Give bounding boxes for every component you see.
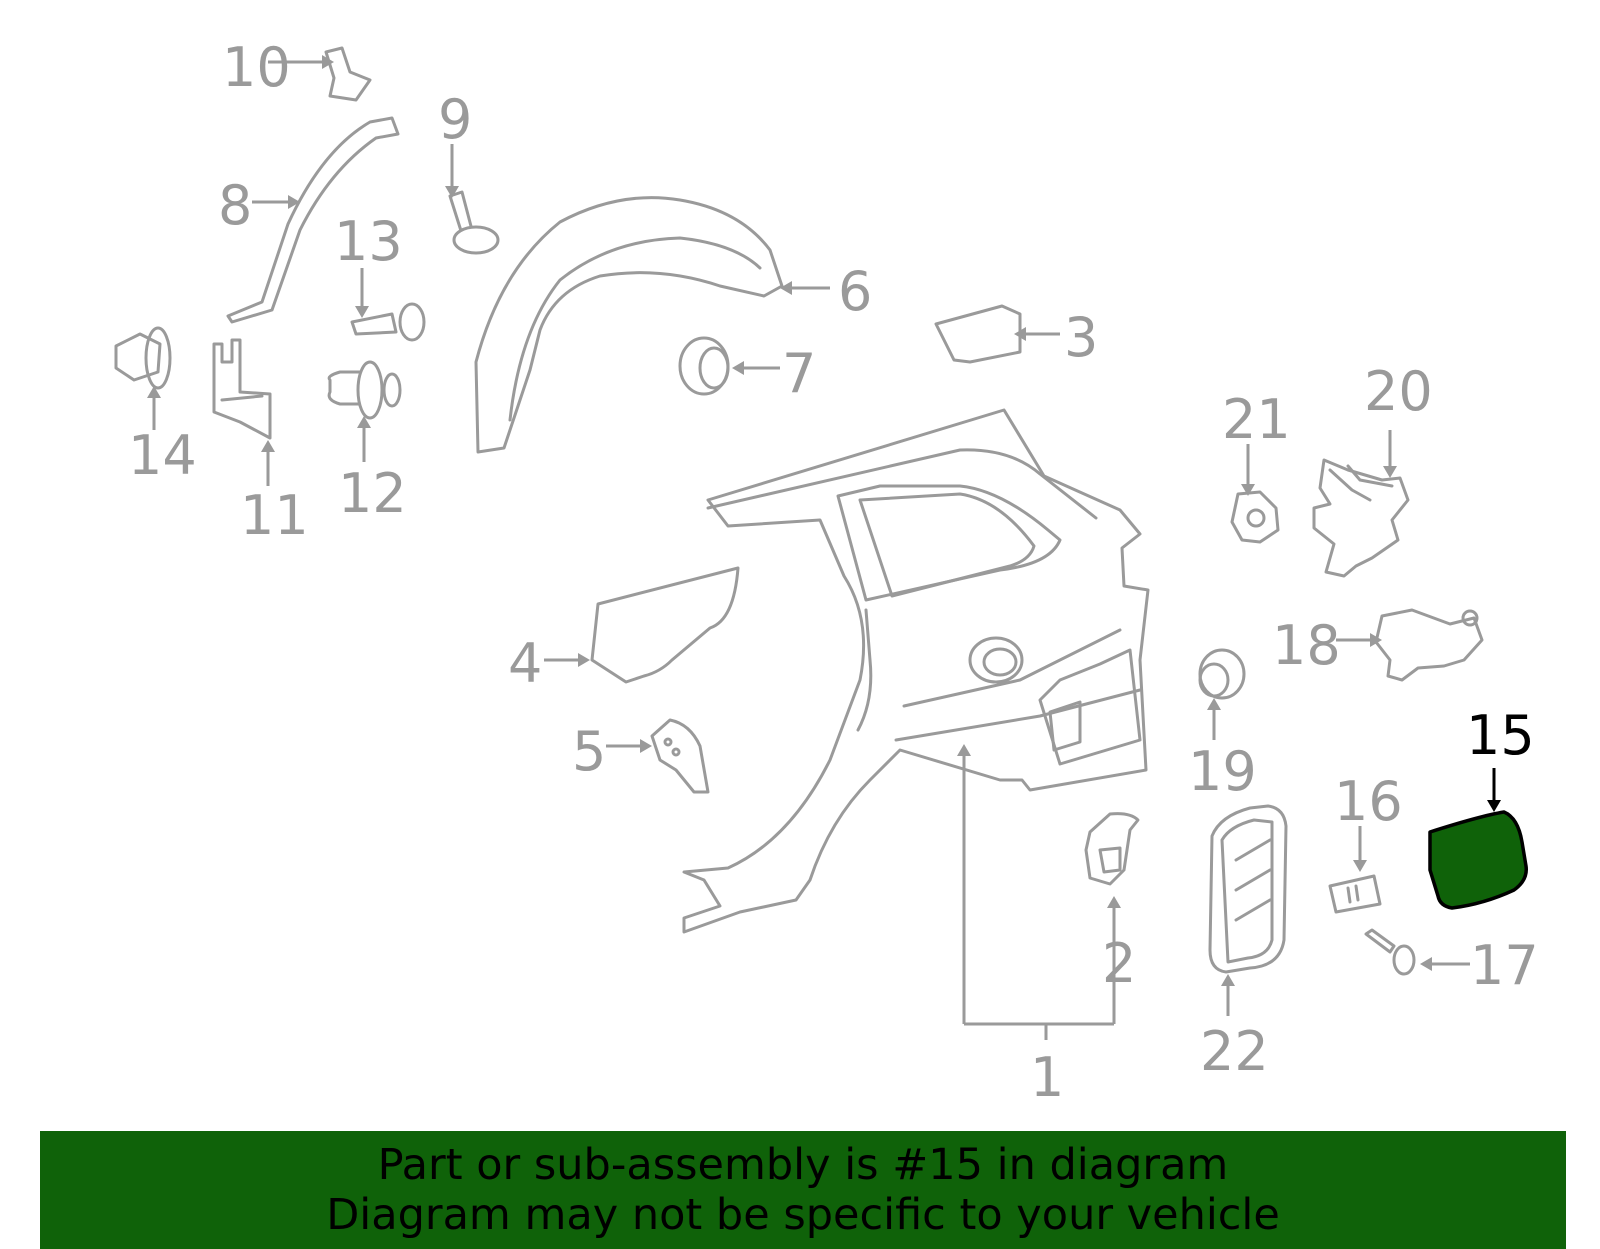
callout-2: 2 [1102,932,1136,995]
callout-5: 5 [572,720,606,783]
info-banner: Part or sub-assembly is #15 in diagram D… [40,1131,1566,1249]
callout-10: 10 [222,36,291,99]
part-14-clip [114,326,172,390]
part-3-panel [934,304,1022,364]
part-21-nut [1230,490,1280,544]
part-7-grommet [678,336,730,396]
part-6-liner [474,196,784,454]
callout-3: 3 [1064,306,1098,369]
part-19-cap [1198,648,1246,700]
callout-8: 8 [218,174,252,237]
part-22-housing [1208,804,1288,974]
callout-numbers: 10 9 8 13 6 3 7 14 11 12 21 20 18 4 5 15… [128,36,1539,1109]
callout-21: 21 [1222,388,1291,451]
part-17-pin [1364,928,1416,976]
banner-line-disclaimer: Diagram may not be specific to your vehi… [326,1190,1280,1240]
callout-19: 19 [1188,740,1257,803]
callout-18: 18 [1272,614,1341,677]
callout-7: 7 [782,342,816,405]
callout-12: 12 [338,462,407,525]
banner-line-part: Part or sub-assembly is #15 in diagram [377,1140,1229,1190]
callout-14: 14 [128,424,197,487]
callout-15: 15 [1466,704,1535,767]
callout-11: 11 [240,484,309,547]
part-8-molding [226,116,400,324]
callout-1: 1 [1030,1046,1064,1109]
part-11-bracket [212,338,272,440]
part-1-quarter-panel [682,408,1150,934]
part-20-actuator [1312,458,1410,578]
leader-lines [147,55,1501,1040]
part-9-screw [448,190,500,255]
callout-22: 22 [1200,1020,1269,1083]
callout-20: 20 [1364,360,1433,423]
callout-13: 13 [334,210,403,273]
part-5-bracket [650,718,710,794]
callout-17: 17 [1470,934,1539,997]
part-12-clip [327,360,402,420]
part-4-panel [590,566,740,684]
callout-4: 4 [508,632,542,695]
part-15-fuel-door [1428,810,1528,910]
callout-9: 9 [438,88,472,151]
callout-16: 16 [1334,770,1403,833]
part-16-label [1328,874,1382,914]
part-18-actuator [1374,608,1484,682]
parts-diagram: 10 9 8 13 6 3 7 14 11 12 21 20 18 4 5 15… [114,36,1539,1109]
part-10-clip [324,46,372,102]
part-2-bracket [1084,812,1140,886]
part-13-bolt [350,302,426,342]
callout-6: 6 [838,260,872,323]
